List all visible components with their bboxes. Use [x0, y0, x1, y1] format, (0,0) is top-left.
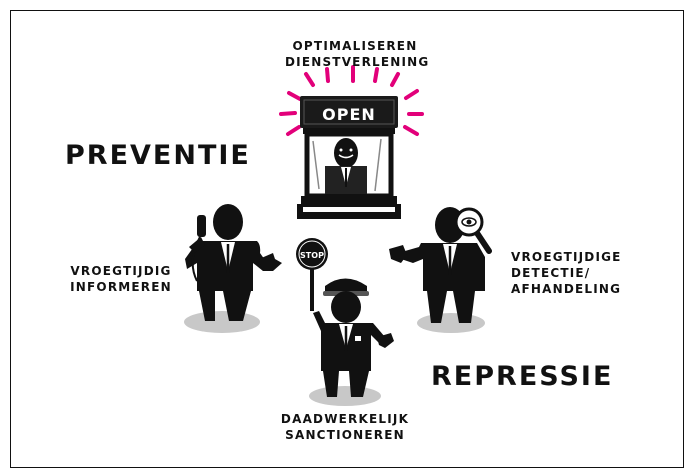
label-top-line-2: DIENSTVERLENING	[285, 55, 430, 70]
label-left: VROEGTIJDIG INFORMEREN	[61, 263, 181, 295]
figures-canvas: OPEN	[184, 65, 492, 406]
diagram-frame: OPEN	[10, 10, 684, 468]
label-left-line-1: VROEGTIJDIG	[70, 264, 172, 278]
open-sign-text: OPEN	[322, 105, 376, 124]
label-right-line-1: VROEGTIJDIGE	[511, 250, 622, 264]
stop-sign-text: STOP	[300, 251, 324, 260]
label-bottom: DAADWERKELIJK SANCTIONEREN	[275, 411, 415, 443]
shadow	[184, 311, 260, 333]
label-preventie: PREVENTIE	[65, 140, 251, 171]
shadow	[309, 386, 381, 406]
label-top: OPTIMALISEREN DIENSTVERLENING	[285, 38, 430, 70]
label-repressie: REPRESSIE	[431, 361, 614, 392]
magnifier-icon	[454, 207, 492, 254]
open-sign-rays	[279, 65, 424, 136]
booth: OPEN	[279, 65, 424, 219]
stop-sign-icon: STOP	[296, 238, 328, 311]
figure-police: STOP	[296, 238, 394, 406]
open-sign-icon	[300, 96, 398, 128]
shadow	[417, 313, 485, 333]
label-left-line-2: INFORMEREN	[70, 280, 172, 295]
figure-detective	[389, 207, 492, 333]
label-top-line-1: OPTIMALISEREN	[292, 39, 418, 53]
label-right-line-2: DETECTIE/	[511, 266, 591, 281]
head	[213, 204, 243, 240]
label-right: VROEGTIJDIGE DETECTIE/ AFHANDELING	[511, 249, 622, 298]
figure-phone	[184, 204, 282, 333]
phone-icon	[189, 215, 206, 282]
label-right-line-3: AFHANDELING	[511, 282, 622, 297]
label-bottom-line-1: DAADWERKELIJK	[280, 412, 410, 426]
label-bottom-line-2: SANCTIONEREN	[285, 428, 405, 443]
